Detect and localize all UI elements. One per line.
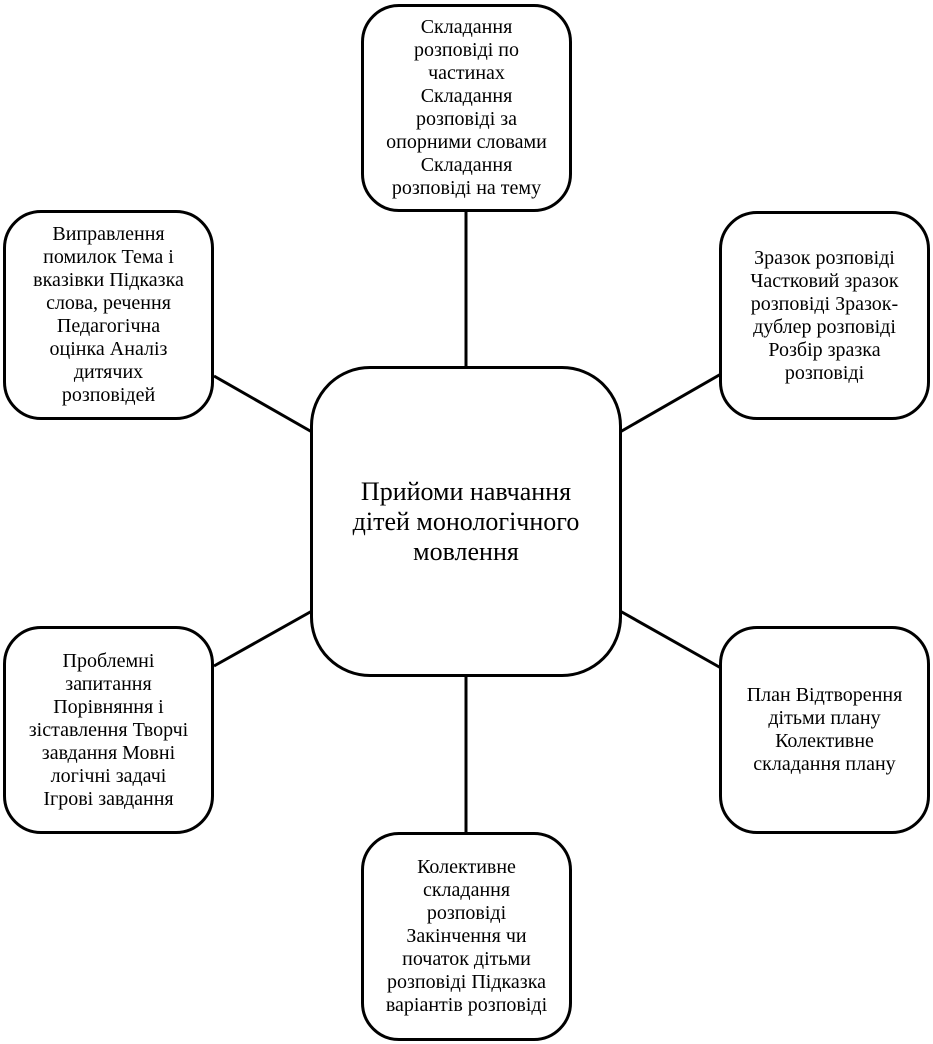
node-top-left-label: Виправлення помилок Тема і вказівки Підк… xyxy=(33,223,184,406)
node-bottom-right-label: План Відтворення дітьми плану Колективне… xyxy=(746,684,903,775)
node-bottom-right: План Відтворення дітьми плану Колективне… xyxy=(719,626,930,834)
node-bottom-left-label: Проблемні запитання Порівняння і зіставл… xyxy=(28,649,189,810)
node-bottom: Колективне складання розповіді Закінченн… xyxy=(361,832,572,1041)
central-node-label: Прийоми навчання дітей монологічного мов… xyxy=(352,476,580,566)
node-top: Складання розповіді по частинах Складанн… xyxy=(361,4,572,212)
connector-top-left xyxy=(213,374,313,434)
connector-bottom-right xyxy=(619,609,722,670)
node-bottom-left: Проблемні запитання Порівняння і зіставл… xyxy=(3,626,214,834)
node-top-right-label: Зразок розповіді Частковий зразок розпов… xyxy=(750,246,899,384)
connector-top-right xyxy=(619,372,722,434)
connector-bottom-left xyxy=(213,609,313,668)
node-bottom-label: Колективне складання розповіді Закінченн… xyxy=(385,856,548,1016)
node-top-right: Зразок розповіді Частковий зразок розпов… xyxy=(719,211,930,420)
node-top-label: Складання розповіді по частинах Складанн… xyxy=(386,16,547,199)
node-top-left: Виправлення помилок Тема і вказівки Підк… xyxy=(3,210,214,420)
central-node: Прийоми навчання дітей монологічного мов… xyxy=(310,366,622,677)
